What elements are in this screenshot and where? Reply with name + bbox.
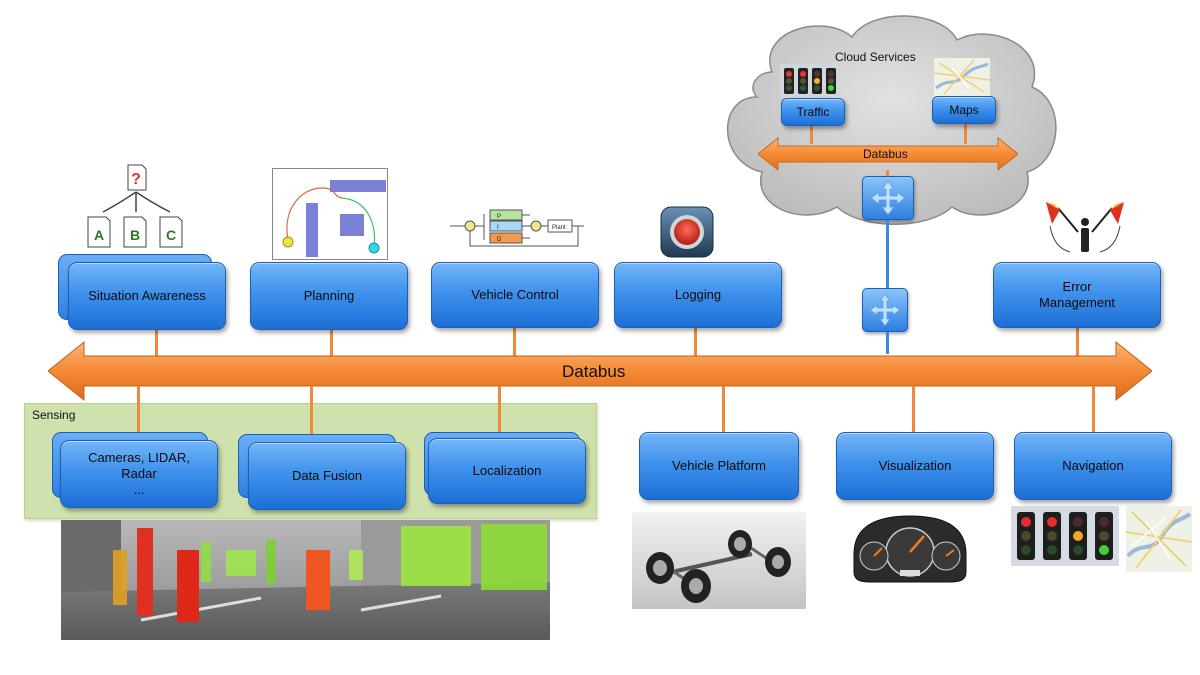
lidar-street-scene-image <box>61 520 550 640</box>
navigation-connector <box>1092 386 1095 434</box>
router-to-bus-line <box>886 332 889 354</box>
logging-record-button-icon <box>660 206 714 258</box>
pid-p-glyph: P <box>497 214 501 220</box>
sensors-label-line-3: ... <box>133 482 145 497</box>
planning-node[interactable]: Planning <box>250 262 408 330</box>
navigation-traffic-lights-image <box>1011 506 1119 566</box>
option-c-glyph: C <box>166 227 176 243</box>
traffic-label: Traffic <box>796 105 830 119</box>
logging-connector <box>694 328 697 356</box>
cloud-gateway-icon[interactable] <box>862 176 914 220</box>
vehicle-chassis-image <box>632 512 806 609</box>
plant-glyph: Plant <box>552 225 566 231</box>
vehicle-control-block-diagram-icon: P I D Plant <box>450 209 584 247</box>
dashboard-gauges-image <box>853 515 967 583</box>
traffic-connector <box>810 124 813 144</box>
option-a-glyph: A <box>94 227 104 243</box>
main-databus-arrow <box>48 340 1152 402</box>
cloud-databus-arrow <box>758 136 1018 172</box>
planning-label: Planning <box>303 288 355 303</box>
question-mark-glyph: ? <box>131 171 141 188</box>
maps-label: Maps <box>949 103 979 117</box>
error-management-flags-icon <box>1046 202 1124 253</box>
sensors-label-line-2: Radar <box>121 466 157 481</box>
navigation-map-image <box>1126 506 1192 572</box>
error-management-label-line-2: Management <box>1039 295 1115 310</box>
error-connector <box>1076 328 1079 356</box>
router-gateway-icon[interactable] <box>862 288 908 332</box>
cloud-databus-label: Databus <box>863 147 908 161</box>
localization-label: Localization <box>472 463 542 478</box>
situation-connector <box>155 328 158 356</box>
logging-node[interactable]: Logging <box>614 262 782 328</box>
main-databus-label: Databus <box>562 362 626 381</box>
maps-connector <box>964 122 967 144</box>
vehicle-control-label: Vehicle Control <box>471 287 559 302</box>
data-fusion-label: Data Fusion <box>291 468 363 483</box>
visualization-label: Visualization <box>878 458 952 473</box>
gateway-link-line <box>886 220 889 290</box>
situation-awareness-label: Situation Awareness <box>88 288 206 303</box>
traffic-lights-icon <box>780 64 838 98</box>
planning-connector <box>330 328 333 356</box>
sensors-label: Cameras, LIDAR,Radar... <box>88 450 190 498</box>
data-fusion-node[interactable]: Data Fusion <box>248 442 406 510</box>
pid-i-glyph: I <box>497 225 499 231</box>
cross-arrows-small-icon <box>869 293 901 327</box>
map-icon <box>934 58 990 96</box>
traffic-node[interactable]: Traffic <box>781 98 845 126</box>
vehicle-platform-node[interactable]: Vehicle Platform <box>639 432 799 500</box>
localization-connector <box>498 386 501 434</box>
logging-label: Logging <box>674 287 722 302</box>
vehicle-control-connector <box>513 328 516 356</box>
situation-awareness-icon: ? A B C <box>87 164 183 248</box>
option-b-glyph: B <box>130 227 140 243</box>
cloud-services-title: Cloud Services <box>835 50 916 64</box>
pid-d-glyph: D <box>497 237 502 243</box>
situation-awareness-node[interactable]: Situation Awareness <box>68 262 226 330</box>
cross-arrows-icon <box>870 180 906 216</box>
navigation-label: Navigation <box>1062 458 1124 473</box>
maps-node[interactable]: Maps <box>932 96 996 124</box>
data-fusion-connector <box>310 386 313 436</box>
localization-node[interactable]: Localization <box>428 438 586 504</box>
visualization-node[interactable]: Visualization <box>836 432 994 500</box>
navigation-node[interactable]: Navigation <box>1014 432 1172 500</box>
sensors-node[interactable]: Cameras, LIDAR,Radar... <box>60 440 218 508</box>
cloud-gateway-connector <box>886 170 889 178</box>
error-management-label-line-1: Error <box>1062 279 1092 294</box>
visualization-connector <box>912 386 915 434</box>
vehicle-platform-connector <box>722 386 725 434</box>
sensors-connector <box>137 386 140 436</box>
vehicle-platform-label: Vehicle Platform <box>672 458 766 473</box>
sensors-label-line-1: Cameras, LIDAR, <box>88 450 190 465</box>
planning-map-icon <box>272 168 388 260</box>
sensing-title: Sensing <box>32 408 76 422</box>
vehicle-control-node[interactable]: Vehicle Control <box>431 262 599 328</box>
